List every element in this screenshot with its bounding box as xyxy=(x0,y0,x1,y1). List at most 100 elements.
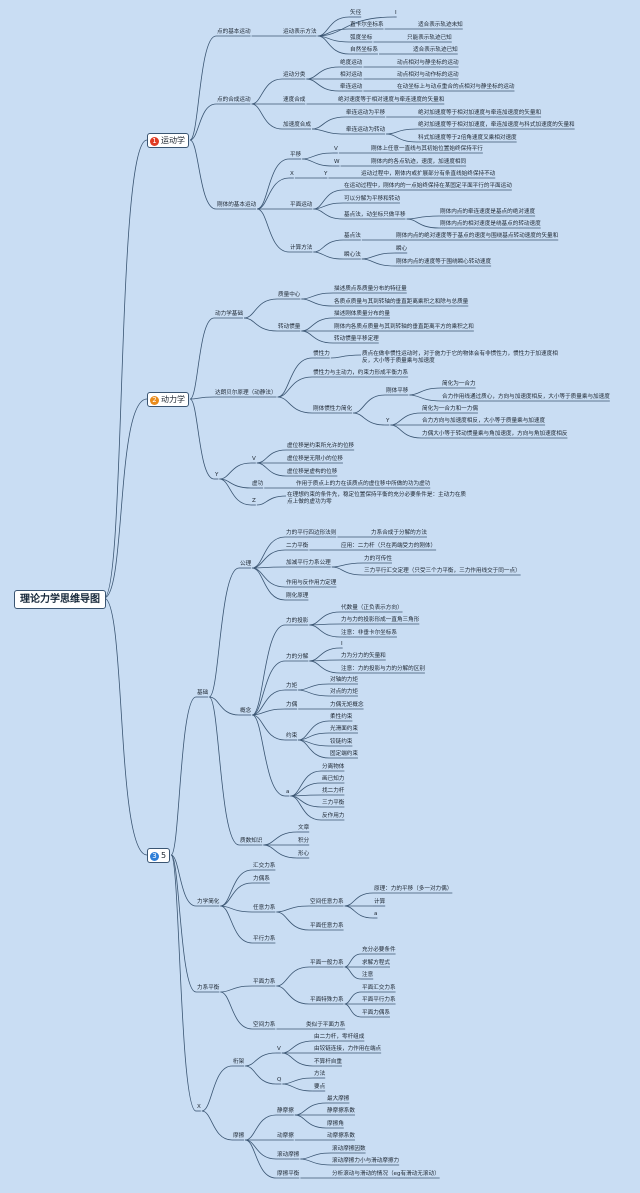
mind-map-node[interactable]: Z xyxy=(252,498,256,504)
mind-map-node[interactable]: 力的平行四边形法则 xyxy=(286,530,337,536)
mind-map-node[interactable]: 作用与反作用力定理 xyxy=(286,580,337,586)
mind-map-node[interactable]: 描述刚体质量分布的量 xyxy=(334,311,390,317)
mind-map-node[interactable]: 绝对加速度等于相对加速度与牵连加速度的矢量和 xyxy=(418,110,542,116)
mind-map-node[interactable]: 力偶无矩概念 xyxy=(330,702,364,708)
mind-map-node[interactable]: 约束 xyxy=(286,733,298,739)
mind-map-node[interactable]: 运动表示方法 xyxy=(283,29,317,35)
mind-map-node[interactable]: 应用：二力杆（只在两端受力的刚体） xyxy=(341,543,437,549)
mind-map-node[interactable]: 力的投影 xyxy=(286,618,309,624)
mind-map-node[interactable]: a xyxy=(374,911,378,917)
mind-map-node[interactable]: 力系平衡 xyxy=(197,985,220,991)
mind-map-node[interactable]: 对点的力矩 xyxy=(330,689,358,695)
mind-map-node[interactable]: V xyxy=(277,1046,281,1052)
mind-map-node[interactable]: Y xyxy=(386,418,390,424)
mind-map-node[interactable]: 刚体内点的牵连速度是基点的绝对速度 xyxy=(440,209,536,215)
mind-map-node[interactable]: 平面汇交力系 xyxy=(362,985,396,991)
mind-map-node[interactable]: 方法 xyxy=(314,1071,326,1077)
mind-map-node[interactable]: 反作用力 xyxy=(322,813,345,819)
mind-map-node[interactable]: X xyxy=(290,171,294,177)
mind-map-node[interactable]: 达朗贝尔原理（动静法） xyxy=(215,390,277,396)
mind-map-node[interactable]: 速度合成 xyxy=(283,97,306,103)
mind-map-node[interactable]: 力系合成于分解的方法 xyxy=(371,530,427,536)
mind-map-node[interactable]: 分离物体 xyxy=(322,764,345,770)
mind-map-node[interactable]: 摩擦角 xyxy=(327,1121,344,1127)
mind-map-node[interactable]: 点的基本运动 xyxy=(217,29,251,35)
mind-map-node[interactable]: Q xyxy=(277,1077,282,1083)
mind-map-node[interactable]: 惯性力 xyxy=(313,351,330,357)
mind-map-node[interactable]: 在动坐标上与动点重合的点相对与静坐标的运动 xyxy=(397,84,515,90)
mind-map-node[interactable]: 虚位移是虚构的位移 xyxy=(287,469,338,475)
mind-map-node[interactable]: 加减平行力系公理 xyxy=(286,560,331,566)
mind-map-node[interactable]: 描述质点系质量分布的特征量 xyxy=(334,286,407,292)
mind-map-node[interactable]: 光滑面约束 xyxy=(330,726,358,732)
mind-map-node[interactable]: 牵连运动为平移 xyxy=(346,110,386,116)
mind-map-node[interactable]: 适合表示轨迹已知 xyxy=(413,47,458,53)
mind-map-node[interactable]: 运动分类 xyxy=(283,72,306,78)
mind-map-node[interactable]: 自然坐标系 xyxy=(350,47,378,53)
mind-map-node[interactable]: 静摩擦系数 xyxy=(327,1108,355,1114)
mind-map-node[interactable]: V xyxy=(252,456,256,462)
mind-map-node[interactable]: 画已知力 xyxy=(322,776,345,782)
mind-map-node[interactable]: I xyxy=(395,10,397,16)
mind-map-node[interactable]: 平面特殊力系 xyxy=(310,997,344,1003)
mind-map-node[interactable]: a xyxy=(286,789,290,795)
mind-map-node[interactable]: 力学简化 xyxy=(197,899,220,905)
mind-map-node[interactable]: 瞬心 xyxy=(396,246,408,252)
mind-map-node[interactable]: V xyxy=(334,146,338,152)
mind-map-node[interactable]: 绝度运动 xyxy=(340,60,363,66)
mind-map-node[interactable]: 平面运动 xyxy=(290,202,313,208)
mind-map-node[interactable]: 质点在做非惯性运动时，对于施力于它的物体会有非惯性力，惯性力于加速度相反，大小等… xyxy=(362,351,558,364)
mind-map-node[interactable]: 基础 xyxy=(197,690,209,696)
mind-map-node[interactable]: 基点法 xyxy=(344,233,361,239)
mind-map-node[interactable]: 形心 xyxy=(298,851,310,857)
mind-map-node[interactable]: 加速度合成 xyxy=(283,122,311,128)
mind-map-node[interactable]: 刚体上任意一直线与其初始位置始终保持平行 xyxy=(371,146,483,152)
mind-map-node[interactable]: 刚体内点的绝对速度等于基点的速度与围绕基点转动速度的矢量和 xyxy=(396,233,559,239)
mind-map-node[interactable]: 原理：力的平移（多一对力偶） xyxy=(374,886,453,892)
mind-map-node[interactable]: 最大摩擦 xyxy=(327,1096,350,1102)
mind-map-node[interactable]: 铰链约束 xyxy=(330,739,353,745)
mind-map-node[interactable]: 类似于平面力系 xyxy=(306,1022,346,1028)
mind-map-node[interactable]: 力偶系 xyxy=(253,876,270,882)
mind-map-node[interactable]: 力的分解 xyxy=(286,654,309,660)
mind-map-node[interactable]: 空间任意力系 xyxy=(310,899,344,905)
mind-map-node[interactable]: 注意：非垂卡尔坐标系 xyxy=(341,630,397,636)
mind-map-node[interactable]: 积分 xyxy=(298,838,310,844)
mind-map-node[interactable]: 科式加速度等于2倍角速度叉乘相对速度 xyxy=(418,135,517,141)
mind-map-node[interactable]: 求解方程式 xyxy=(362,960,390,966)
mind-map-node[interactable]: 空间力系 xyxy=(253,1022,276,1028)
mind-map-node[interactable]: 力为分力的矢量和 xyxy=(341,653,386,659)
mind-map-node[interactable]: 静摩擦 xyxy=(277,1108,294,1114)
mind-map-node[interactable]: 牵连运动为转动 xyxy=(346,127,386,133)
mind-map-node[interactable]: 动摩擦 xyxy=(277,1133,294,1139)
mind-map-node[interactable]: Y xyxy=(324,171,328,177)
mind-map-node[interactable]: 要点 xyxy=(314,1084,326,1090)
mind-map-node[interactable]: 由铰链连接，力作用在端点 xyxy=(314,1046,382,1052)
mind-map-node[interactable]: 相对运动 xyxy=(340,72,363,78)
mind-map-node[interactable]: 二力平衡 xyxy=(286,543,309,549)
mind-map-node[interactable]: X xyxy=(197,1104,201,1110)
mind-map-node[interactable]: 充分必要条件 xyxy=(362,947,396,953)
mind-map-node[interactable]: 弧度坐标 xyxy=(350,35,373,41)
mind-map-node[interactable]: 平移 xyxy=(290,152,302,158)
mind-map-node[interactable]: 刚化原理 xyxy=(286,593,309,599)
mind-map-node[interactable]: Y xyxy=(215,472,219,478)
root-node[interactable]: 理论力学思维导图 xyxy=(14,590,106,609)
mind-map-node[interactable]: 虚功 xyxy=(252,481,264,487)
mind-map-node[interactable]: 柔性约束 xyxy=(330,714,353,720)
mind-map-node[interactable]: 刚体内各质点质量与其到转轴的垂直距离平方的乘积之和 xyxy=(334,324,474,330)
mind-map-node[interactable]: 注意：力的投影与力的分解的区别 xyxy=(341,666,425,672)
mind-map-node[interactable]: 虚位移是无限小的位移 xyxy=(287,456,343,462)
mind-map-node[interactable]: 平面平行力系 xyxy=(362,997,396,1003)
mind-map-node[interactable]: 矢径 xyxy=(350,10,362,16)
mind-map-node[interactable]: 注意 xyxy=(362,972,374,978)
mind-map-node[interactable]: 滚动摩擦力小与滑动摩擦力 xyxy=(332,1158,400,1164)
mind-map-node[interactable]: 力的可传性 xyxy=(364,556,392,562)
mind-map-node[interactable]: 简化为一合力和一力偶 xyxy=(422,406,478,412)
mind-map-node[interactable]: 动点相对与静坐标的运动 xyxy=(397,60,459,66)
mind-map-node[interactable]: 惯性力与主动力，约束力形成平衡力系 xyxy=(313,370,409,376)
mind-map-node[interactable]: 固定端约束 xyxy=(330,751,358,757)
mind-map-node[interactable]: 转动惯量平移定理 xyxy=(334,336,379,342)
